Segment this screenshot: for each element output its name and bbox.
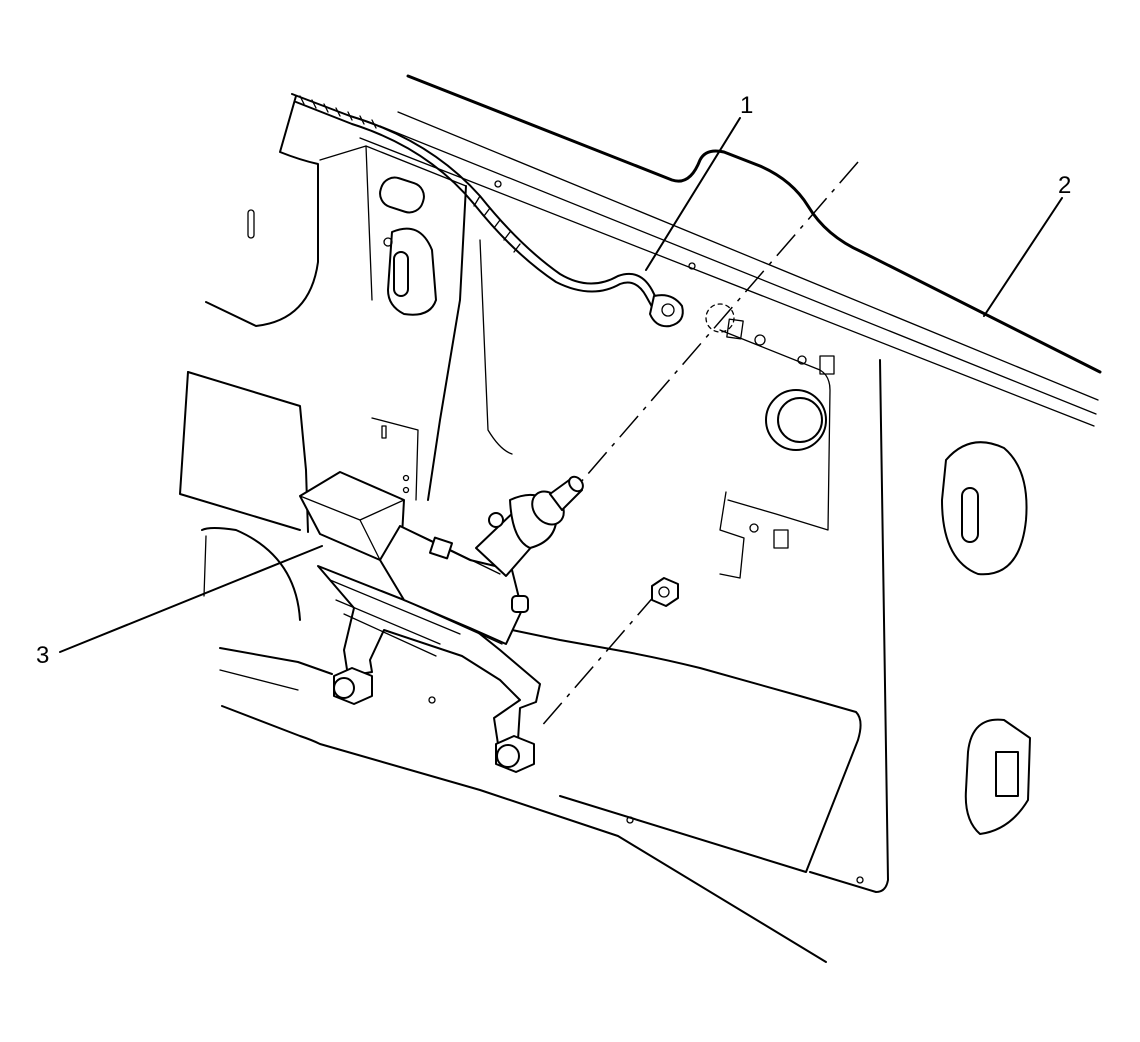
callout-3: 3 — [36, 642, 50, 669]
callout-1: 1 — [740, 92, 754, 119]
cable-assembly — [291, 93, 735, 333]
leader-lines — [59, 117, 1063, 653]
alignment-lines — [539, 161, 859, 729]
body-panel — [179, 74, 1102, 963]
callout-2: 2 — [1058, 172, 1072, 199]
actuator-module — [299, 471, 679, 773]
